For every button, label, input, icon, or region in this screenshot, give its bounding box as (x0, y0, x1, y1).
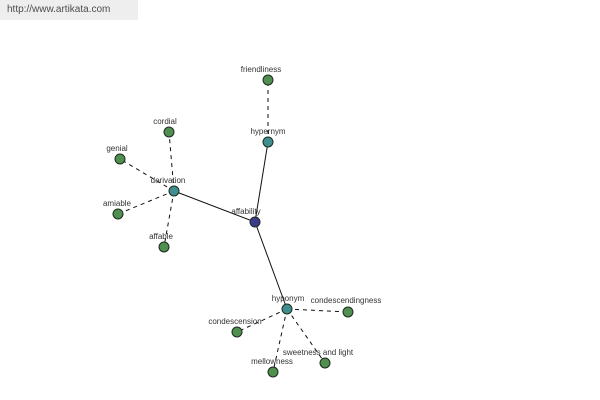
edge-hyponym-to-sweetness-and-light (286, 308, 326, 364)
edge-affability-to-hypernym (254, 141, 269, 223)
node-label-affability: affability (231, 207, 260, 216)
node-label-friendliness: friendliness (241, 65, 281, 74)
node-label-derivation: derivation (151, 176, 186, 185)
node-label-hypernym: hypernym (250, 127, 285, 136)
node-cordial[interactable] (163, 126, 175, 138)
edge-derivation-to-cordial (168, 131, 175, 192)
node-derivation[interactable] (168, 185, 180, 197)
node-label-mellowness: mellowness (251, 357, 293, 366)
edge-hyponym-to-condescendingness (286, 308, 349, 313)
edge-hyponym-to-condescension (236, 308, 288, 333)
node-affable[interactable] (158, 241, 170, 253)
node-sweetness-and-light[interactable] (319, 357, 331, 369)
node-label-sweetness-and-light: sweetness and light (283, 348, 354, 357)
node-hyponym[interactable] (281, 303, 293, 315)
labels-layer: affability hypernym derivation hyponym frien… (103, 65, 381, 366)
node-amiable[interactable] (112, 208, 124, 220)
node-label-cordial: cordial (153, 117, 177, 126)
edges-layer (117, 80, 349, 373)
edge-affability-to-derivation (173, 190, 256, 223)
node-label-condescension: condescension (208, 317, 261, 326)
node-mellowness[interactable] (267, 366, 279, 378)
node-hypernym[interactable] (262, 136, 274, 148)
edge-hyponym-to-mellowness (272, 308, 288, 373)
node-affability[interactable] (249, 216, 261, 228)
edge-affability-to-hyponym (254, 221, 288, 310)
watermark-link[interactable]: http://www.artikata.com (0, 0, 138, 20)
node-label-hyponym: hyponym (272, 294, 305, 303)
node-friendliness[interactable] (262, 74, 274, 86)
node-genial[interactable] (114, 153, 126, 165)
node-label-genial: genial (106, 144, 128, 153)
edge-derivation-to-affable (163, 190, 175, 248)
edge-derivation-to-amiable (117, 190, 175, 215)
node-label-affable: affable (149, 232, 173, 241)
node-condescendingness[interactable] (342, 306, 354, 318)
edge-derivation-to-genial (119, 158, 175, 192)
nodes-layer (112, 74, 354, 378)
node-label-amiable: amiable (103, 199, 132, 208)
node-label-condescendingness: condescendingness (311, 296, 382, 305)
node-condescension[interactable] (231, 326, 243, 338)
